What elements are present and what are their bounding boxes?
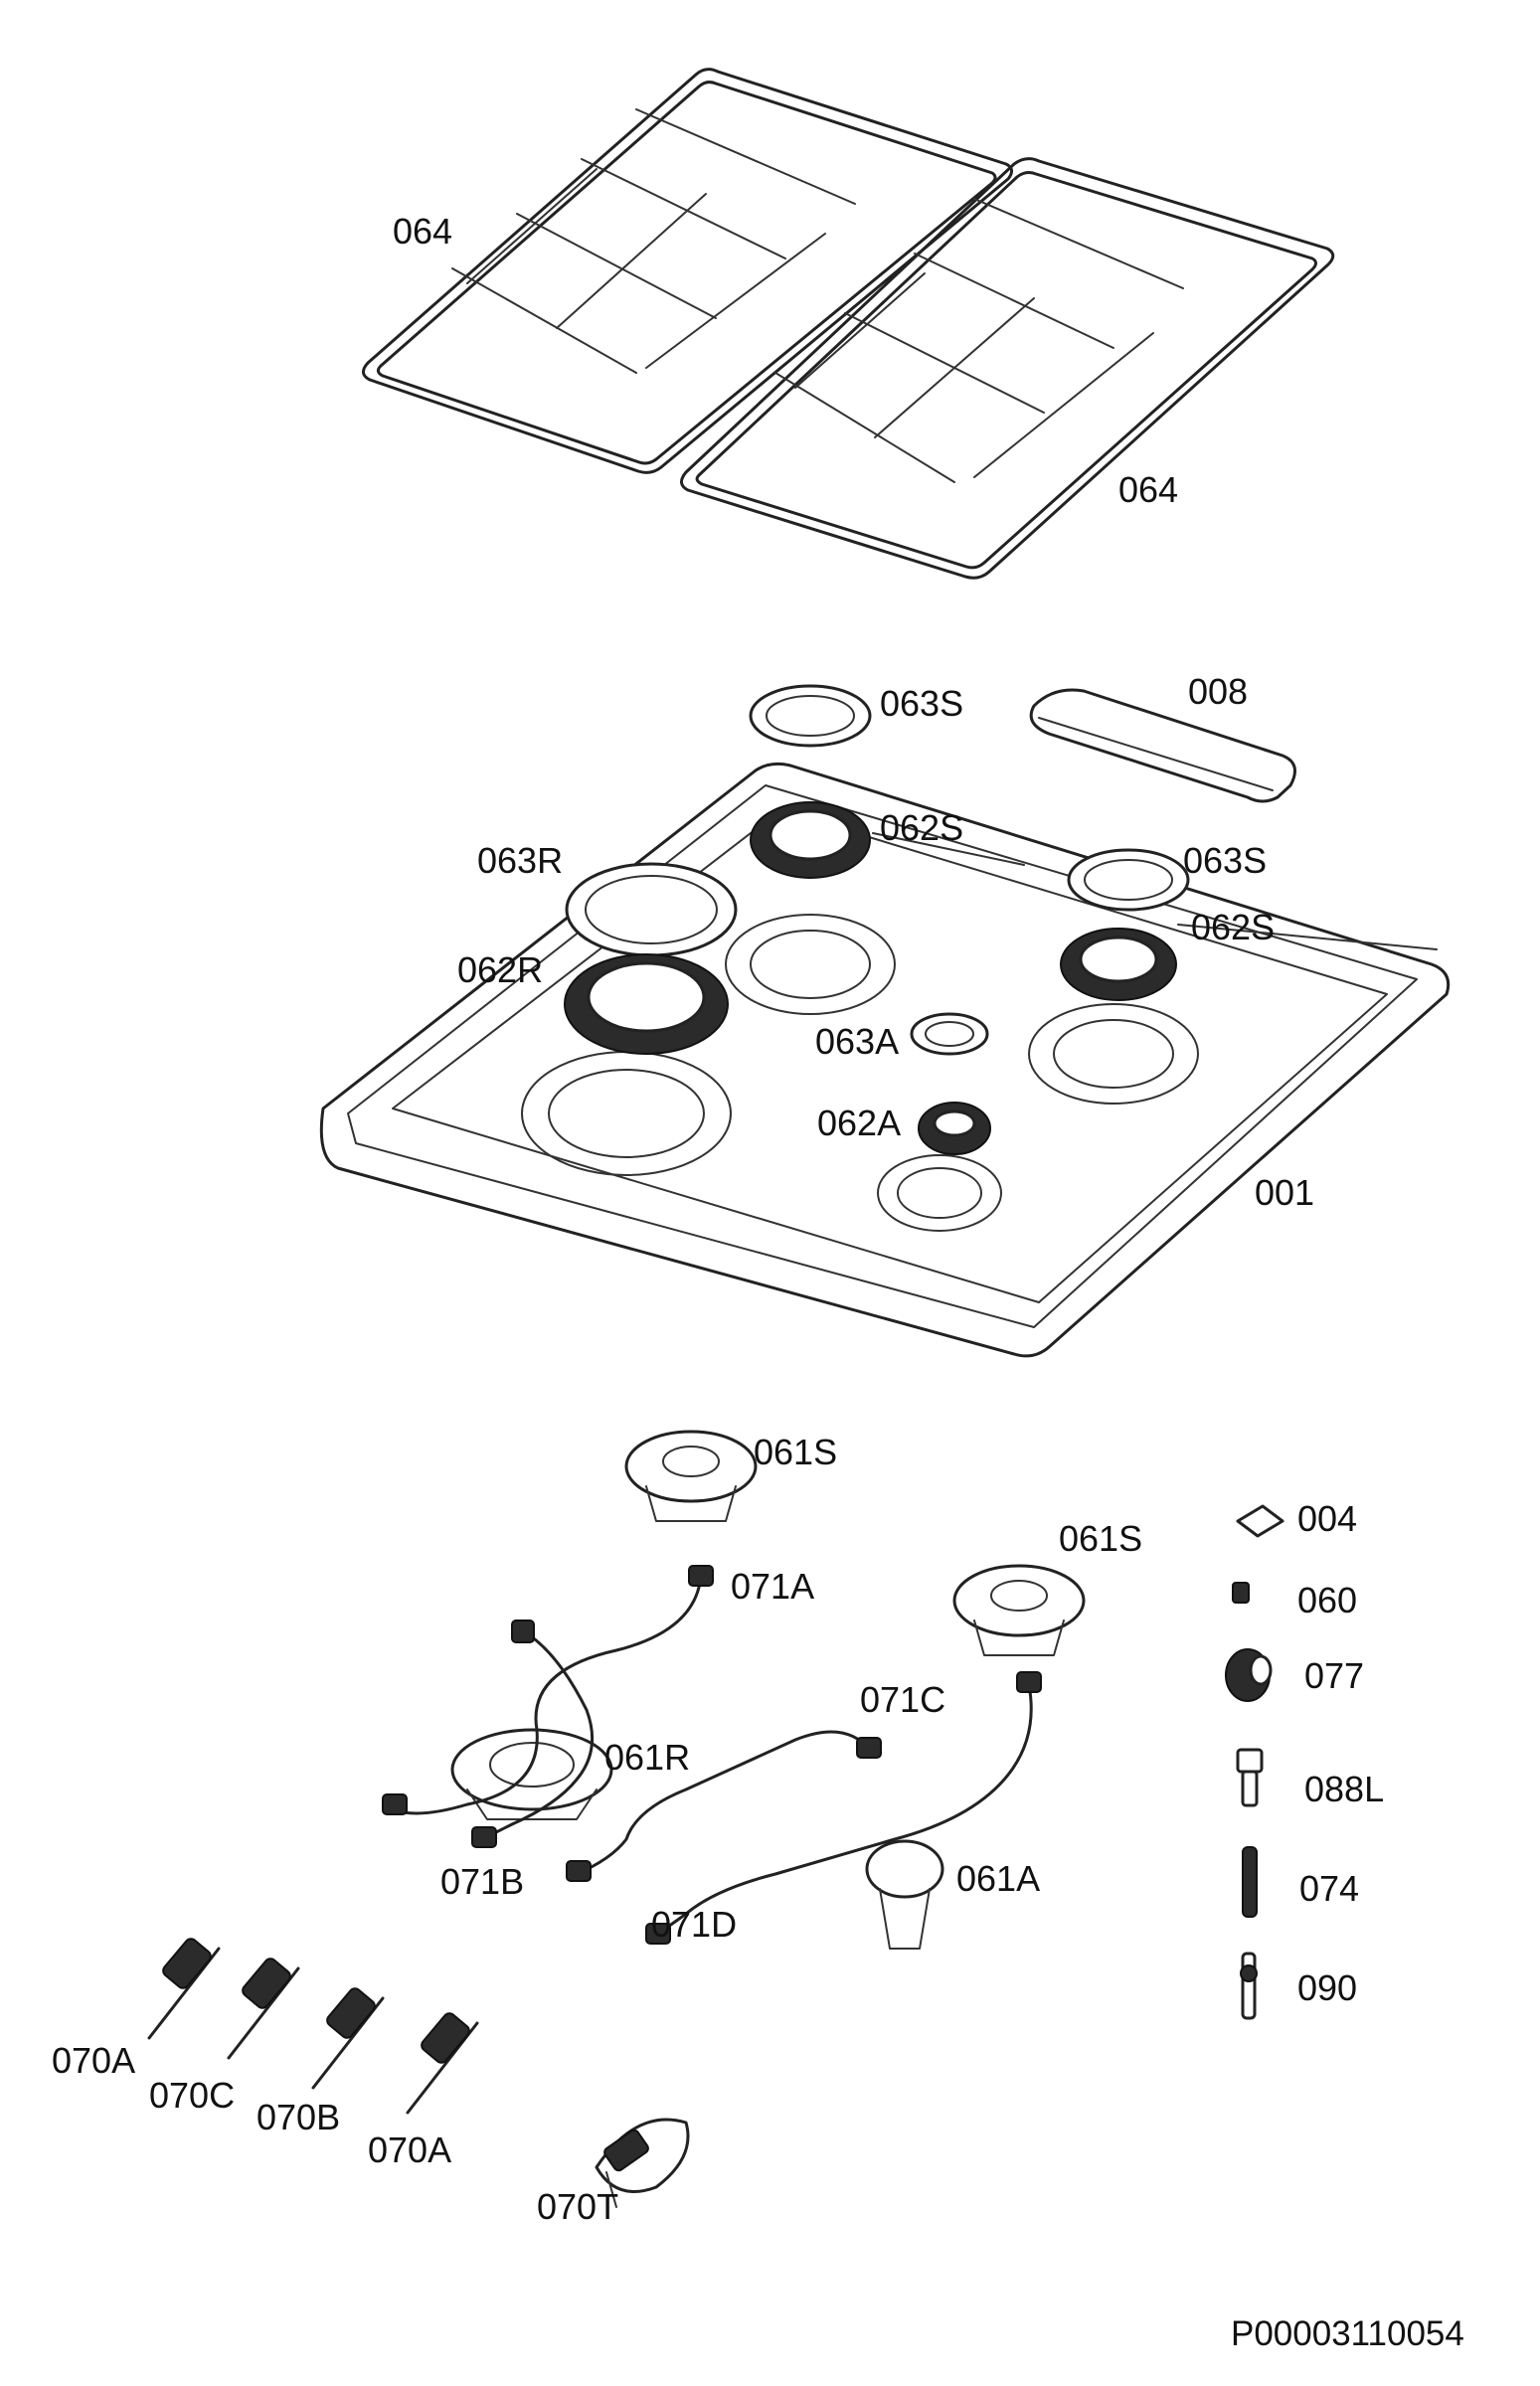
- label-071b: 071B: [440, 1861, 525, 1902]
- valve-070a-left: [147, 1938, 221, 2040]
- label-001: 001: [1255, 1172, 1315, 1213]
- burner-heads: [564, 801, 1177, 1155]
- label-070b: 070B: [257, 2097, 341, 2137]
- label-061a: 061A: [956, 1858, 1041, 1899]
- label-063a: 063A: [815, 1021, 900, 1062]
- valve-070a-right: [406, 2012, 479, 2115]
- label-074: 074: [1299, 1868, 1360, 1909]
- label-071c: 071C: [860, 1679, 946, 1720]
- label-004: 004: [1297, 1498, 1358, 1539]
- label-060: 060: [1297, 1580, 1358, 1620]
- label-062s-right: 062S: [1191, 907, 1276, 947]
- label-008: 008: [1188, 671, 1249, 712]
- label-071a: 071A: [731, 1566, 815, 1607]
- handle-rail: [1029, 688, 1296, 803]
- label-090: 090: [1297, 1967, 1358, 2008]
- label-064-left: 064: [393, 211, 453, 252]
- label-063s-top: 063S: [880, 683, 964, 724]
- label-071d: 071D: [651, 1904, 738, 1945]
- small-parts: [1225, 1504, 1284, 2020]
- gas-pipes: [382, 1565, 1042, 1945]
- label-070a-right: 070A: [368, 2130, 452, 2170]
- burner-cups: [450, 1430, 1086, 1950]
- label-063r: 063R: [477, 840, 564, 881]
- label-070a-left: 070A: [52, 2040, 136, 2081]
- valve-070t: [595, 2118, 690, 2208]
- gas-valves: [147, 1938, 690, 2208]
- label-062r: 062R: [457, 949, 544, 990]
- label-070t: 070T: [537, 2186, 619, 2227]
- label-070c: 070C: [149, 2075, 236, 2116]
- label-061s-top: 061S: [754, 1432, 838, 1472]
- label-064-right: 064: [1118, 469, 1179, 510]
- drawing-number: P00003110054: [1231, 2314, 1464, 2353]
- leader-lines: [872, 832, 1438, 950]
- pan-support-right: [680, 157, 1335, 580]
- label-062s-top: 062S: [880, 807, 964, 848]
- label-077: 077: [1304, 1655, 1365, 1696]
- pan-support-left: [362, 68, 1013, 474]
- label-088l: 088L: [1304, 1769, 1385, 1809]
- burner-caps: [565, 684, 1190, 1056]
- valve-070b: [311, 1987, 385, 2090]
- valve-070c: [227, 1958, 300, 2060]
- label-061s-right: 061S: [1059, 1518, 1143, 1559]
- label-062a: 062A: [817, 1103, 902, 1143]
- label-063s-right: 063S: [1183, 840, 1268, 881]
- label-061r: 061R: [604, 1737, 691, 1778]
